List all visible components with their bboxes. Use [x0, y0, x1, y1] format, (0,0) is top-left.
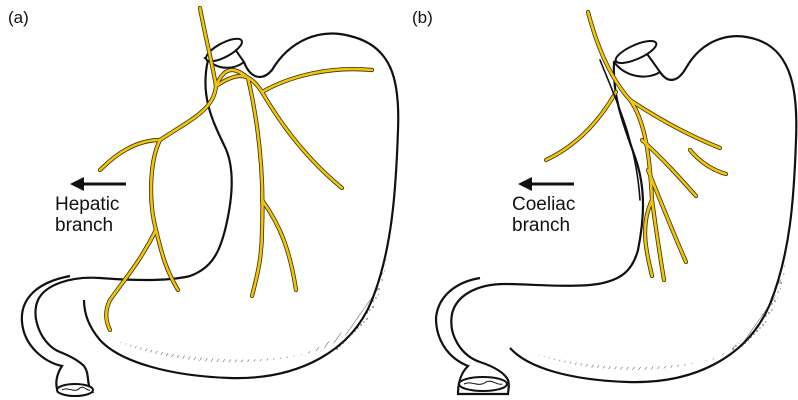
- shading-b: [530, 250, 788, 370]
- hepatic-label-line1: Hepatic: [55, 194, 119, 215]
- coeliac-label-line1: Coeliac: [512, 194, 575, 215]
- stomach-outline-a: [22, 60, 232, 392]
- hepatic-branch-label: Hepatic branch: [55, 194, 119, 236]
- panel-b-label: (b): [412, 8, 433, 28]
- hepatic-label-line2: branch: [55, 215, 119, 236]
- coeliac-arrow-icon: [518, 177, 574, 191]
- hepatic-arrow-icon: [70, 177, 126, 191]
- panel-b-drawing: [436, 12, 796, 394]
- coeliac-branch-label: Coeliac branch: [512, 194, 575, 236]
- stipple-b: [730, 262, 786, 350]
- panel-a-label: (a): [8, 8, 29, 28]
- coeliac-label-line2: branch: [512, 215, 575, 236]
- shading-a: [115, 250, 388, 362]
